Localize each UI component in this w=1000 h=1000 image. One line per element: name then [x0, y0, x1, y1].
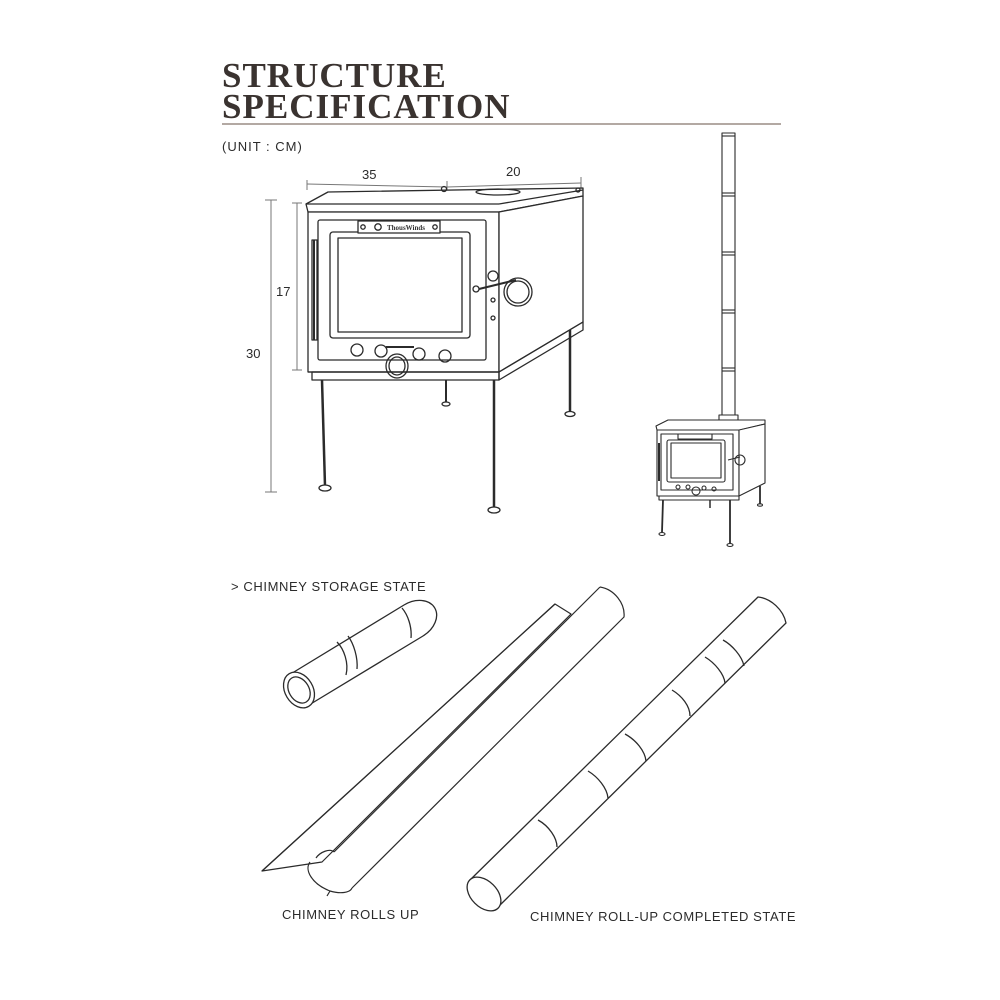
- stove-assembled-with-chimney: [655, 132, 766, 548]
- dimension-width-label: 35: [362, 167, 376, 182]
- chimney-completed-tube: [466, 596, 787, 912]
- title-line-1: STRUCTURE: [222, 56, 447, 95]
- dimension-body-height-label: 17: [276, 284, 290, 299]
- caption-roll-up-completed: CHIMNEY ROLL-UP COMPLETED STATE: [530, 909, 797, 924]
- caption-storage-state: > CHIMNEY STORAGE STATE: [231, 579, 427, 594]
- chimney-storage-tube: [282, 599, 438, 709]
- dimension-depth-label: 20: [506, 164, 520, 179]
- title-line-2: SPECIFICATION: [222, 87, 511, 126]
- brand-name: ThousWinds: [387, 224, 425, 232]
- caption-rolls-up: CHIMNEY ROLLS UP: [282, 907, 420, 922]
- dimension-total-height-label: 30: [246, 346, 260, 361]
- title-underline: [222, 123, 781, 125]
- dimension-lines: [265, 177, 582, 493]
- stove-large: [305, 185, 584, 514]
- chimney-rolling-sheet: [261, 586, 625, 897]
- unit-note: (UNIT : CM): [222, 139, 303, 154]
